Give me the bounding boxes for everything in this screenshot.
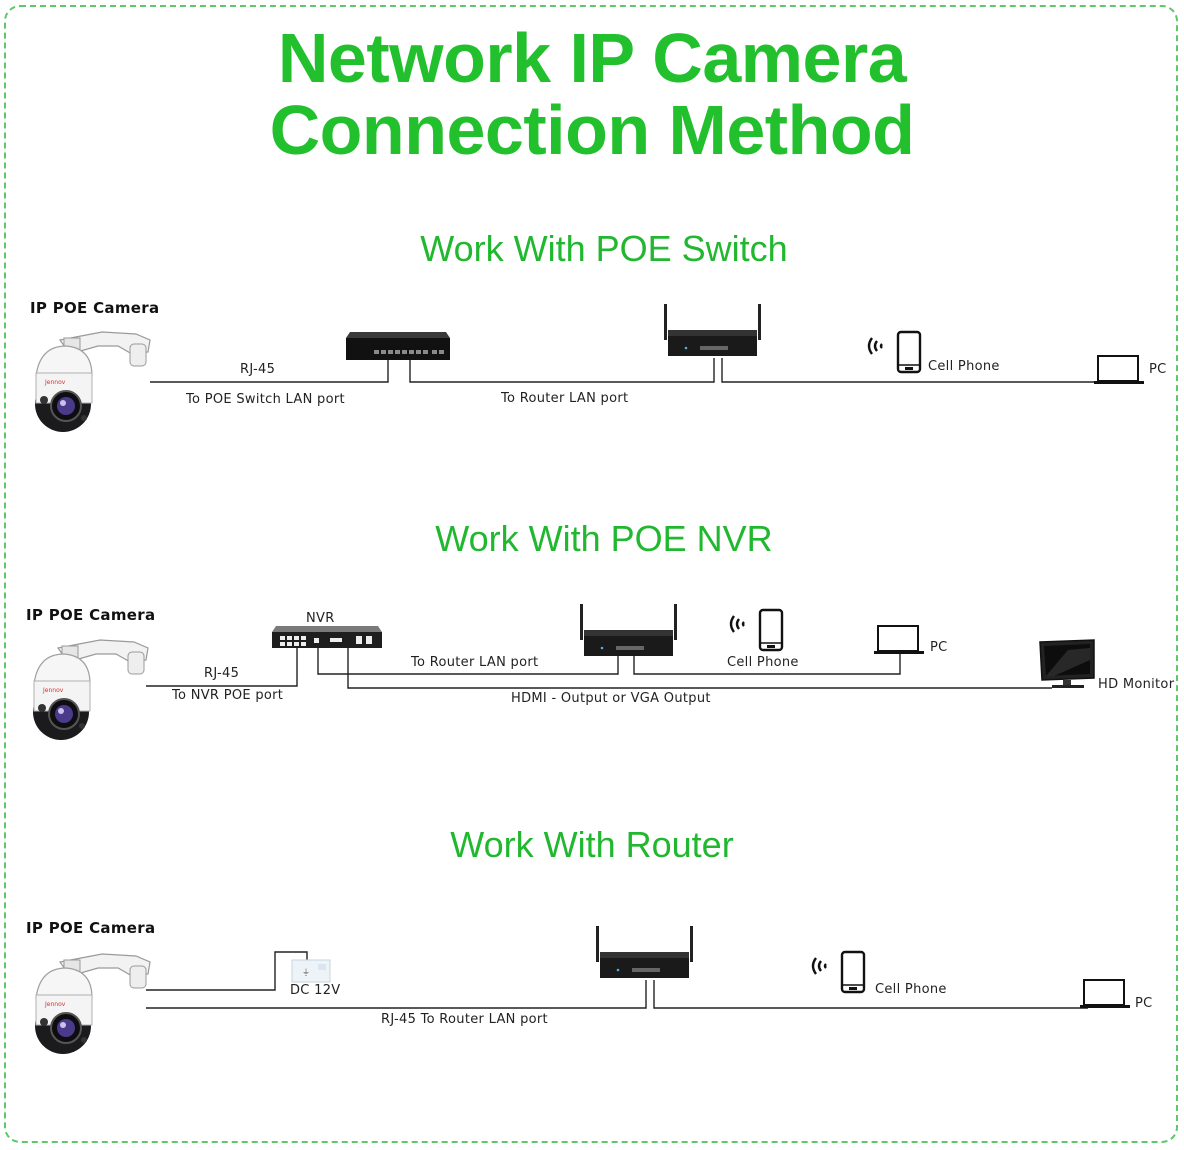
cable-label: RJ-45: [204, 666, 240, 681]
cell-phone-icon: [729, 608, 784, 652]
nvr-label: NVR: [306, 611, 335, 626]
ptz-camera-icon: [32, 639, 149, 741]
router-icon: [580, 604, 677, 656]
laptop-icon: [873, 625, 925, 655]
phone-label: Cell Phone: [727, 655, 799, 670]
monitor-link-label: HDMI - Output or VGA Output: [511, 691, 711, 706]
camera-label: IP POE Camera: [26, 919, 156, 937]
cell-phone-icon: [811, 950, 866, 994]
ptz-camera-icon: [34, 953, 151, 1055]
laptop-icon: [1093, 355, 1145, 385]
pc-label: PC: [930, 640, 948, 655]
section-heading-router: Work With Router: [450, 824, 734, 865]
section-router: ⏚: [34, 926, 1131, 1055]
cable-sublabel: To POE Switch LAN port: [186, 392, 345, 407]
router-icon: [664, 304, 761, 356]
section-heading-poe-nvr: Work With POE NVR: [435, 518, 773, 559]
cable-sublabel: To NVR POE port: [172, 688, 284, 703]
section-poe-switch: [34, 304, 1145, 433]
phone-label: Cell Phone: [875, 982, 947, 997]
monitor-label: HD Monitor: [1098, 677, 1175, 692]
ptz-camera-icon: [34, 331, 151, 433]
camera-label: IP POE Camera: [26, 606, 156, 624]
section-poe-nvr: [32, 604, 1095, 741]
router-icon: [596, 926, 693, 978]
cable-label: RJ-45: [240, 362, 276, 377]
camera-label: IP POE Camera: [30, 299, 160, 317]
router-link-label: To Router LAN port: [411, 655, 539, 670]
pc-label: PC: [1135, 996, 1153, 1011]
svg-text:⏚: ⏚: [302, 968, 310, 977]
section-heading-poe-switch: Work With POE Switch: [420, 228, 788, 269]
router-link-label: To Router LAN port: [501, 391, 629, 406]
page-title-line2: Connection Method: [269, 91, 915, 169]
laptop-icon: [1079, 979, 1131, 1009]
cell-phone-icon: [867, 330, 922, 374]
phone-label: Cell Phone: [928, 359, 1000, 374]
monitor-icon: [1039, 639, 1095, 689]
diagram-frame: [4, 5, 1178, 1143]
cable-label: RJ-45 To Router LAN port: [381, 1012, 548, 1027]
power-adapter-icon: ⏚: [291, 959, 331, 983]
power-label: DC 12V: [290, 983, 341, 998]
nvr-icon: [272, 626, 382, 648]
pc-label: PC: [1149, 362, 1167, 377]
poe-switch-icon: [346, 332, 450, 360]
page-title-line1: Network IP Camera: [277, 19, 907, 97]
